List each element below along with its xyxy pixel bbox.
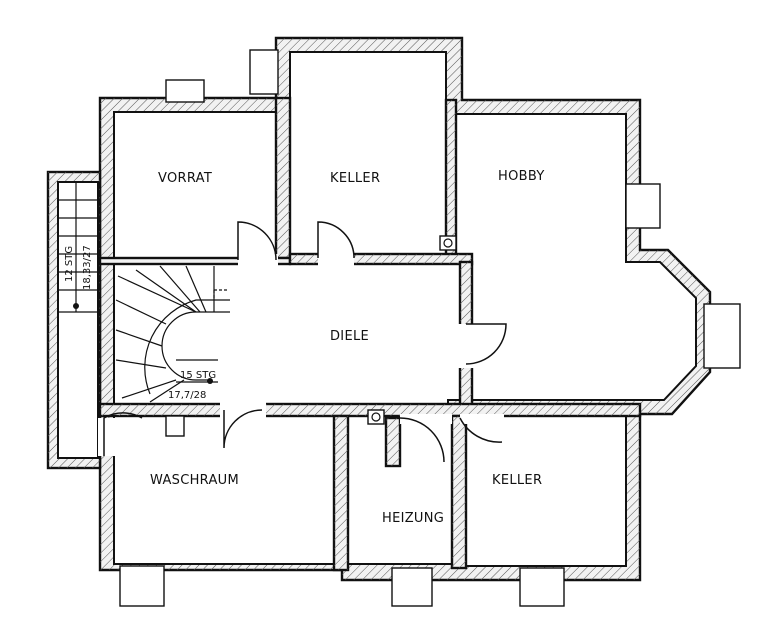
label-hobby: HOBBY bbox=[498, 169, 545, 184]
room-keller-bottom bbox=[465, 415, 627, 567]
rooms bbox=[113, 51, 697, 567]
label-heizung: HEIZUNG bbox=[382, 511, 444, 526]
stair-inner-dims: 17,7/28 bbox=[168, 390, 206, 401]
internal-stair bbox=[115, 265, 230, 403]
room-vorrat bbox=[113, 111, 277, 259]
doors bbox=[98, 221, 507, 463]
windows bbox=[119, 49, 741, 607]
vent-icons bbox=[367, 235, 457, 425]
external-stair bbox=[46, 170, 102, 470]
label-diele: DIELE bbox=[330, 329, 369, 344]
room-keller-top bbox=[289, 51, 447, 257]
label-vorrat: VORRAT bbox=[158, 171, 212, 186]
label-keller-top: KELLER bbox=[330, 171, 380, 186]
stair-outer-dims: 18,33/27 bbox=[82, 245, 93, 290]
label-keller-bottom: KELLER bbox=[492, 473, 542, 488]
stair-outer-steps: 12 STG bbox=[64, 246, 75, 282]
label-waschraum: WASCHRAUM bbox=[150, 473, 239, 488]
room-diele bbox=[113, 261, 461, 405]
stair-inner-steps: 15 STG bbox=[180, 370, 216, 381]
